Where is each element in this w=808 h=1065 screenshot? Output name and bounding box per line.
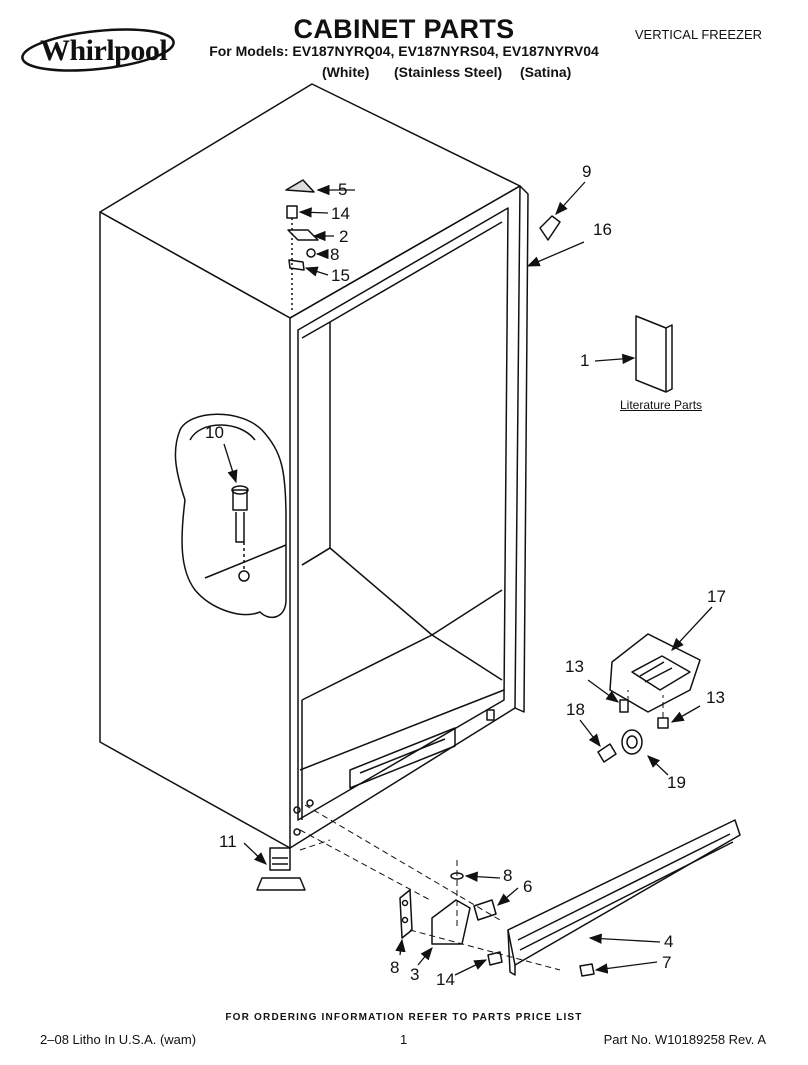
variant-satina: (Satina) <box>520 64 572 80</box>
ordering-info: FOR ORDERING INFORMATION REFER TO PARTS … <box>225 1012 583 1023</box>
cabinet-front-frame <box>289 185 521 849</box>
callout-19: 19 <box>667 773 686 792</box>
callout-16: 16 <box>593 220 612 239</box>
side-cutaway <box>174 413 287 619</box>
callout-13-right: 13 <box>706 688 725 707</box>
callout-17: 17 <box>707 587 726 606</box>
callout-4: 4 <box>664 932 674 951</box>
callout-15: 15 <box>331 266 350 285</box>
brand-logo: Whirlpool <box>18 22 183 78</box>
variant-white: (White) <box>322 64 370 80</box>
callout-2: 2 <box>339 227 349 246</box>
part-17-bracket <box>609 633 701 713</box>
page-title: CABINET PARTS <box>293 14 515 44</box>
callout-8-top: 8 <box>330 245 340 264</box>
callout-14-top: 14 <box>331 204 350 223</box>
callout-6: 6 <box>523 877 533 896</box>
litho-info: 2–08 Litho In U.S.A. (wam) <box>40 1032 197 1047</box>
brand-name: Whirlpool <box>40 34 168 67</box>
callout-1: 1 <box>580 351 590 370</box>
models-line: For Models: EV187NYRQ04, EV187NYRS04, EV… <box>209 43 599 59</box>
callout-12: 11 <box>219 832 237 851</box>
part-5-cap <box>285 179 315 193</box>
literature-book <box>635 315 667 393</box>
callout-9: 8 <box>390 958 400 977</box>
callout-13-left: 13 <box>565 657 584 676</box>
callout-18: 18 <box>566 700 585 719</box>
category-label: VERTICAL FREEZER <box>634 27 762 42</box>
callout-8-bottom: 8 <box>503 866 513 885</box>
callout-7: 7 <box>662 953 672 972</box>
logo-swoosh-icon <box>21 28 175 72</box>
variant-stainless: (Stainless Steel) <box>394 64 503 80</box>
part-number: Part No. W10189258 Rev. A <box>603 1032 766 1047</box>
page-number: 1 <box>400 1032 408 1047</box>
callout-3: 3 <box>410 965 420 984</box>
literature-parts-label: Literature Parts <box>620 398 703 412</box>
part-4-rail <box>507 819 741 966</box>
cabinet-side <box>99 211 291 849</box>
callout-11: 10 <box>205 423 224 442</box>
callout-14-bottom: 14 <box>436 970 455 989</box>
callout-5: 5 <box>338 180 348 199</box>
inner-liner <box>301 321 331 566</box>
callout-10: 9 <box>582 162 592 181</box>
